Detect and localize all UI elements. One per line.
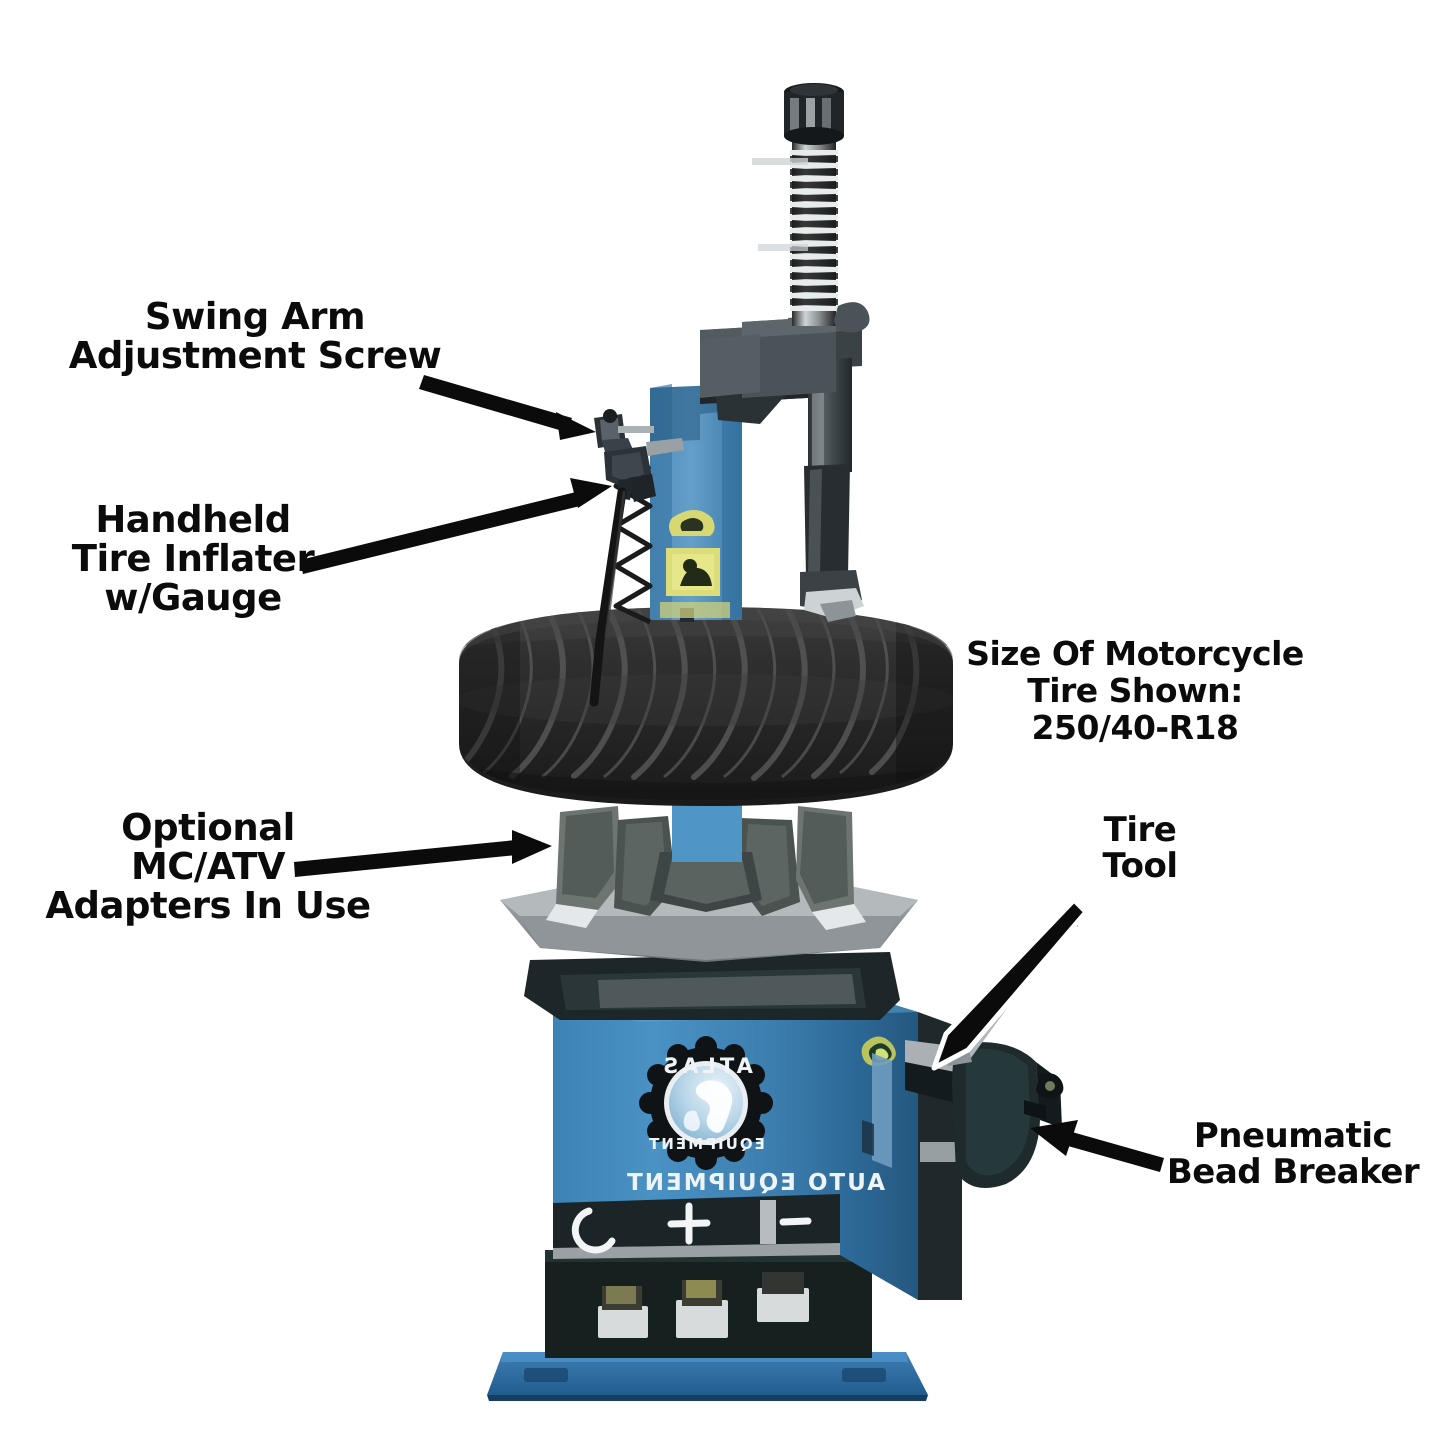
callout-swing-arm-adjustment-screw: Swing Arm Adjustment Screw xyxy=(68,295,442,378)
mount-demount-head xyxy=(800,358,864,622)
callout-handheld-tire-inflater: Handheld Tire Inflater w/Gauge xyxy=(71,498,315,620)
callout-arrows xyxy=(294,375,1164,1172)
vertical-spring-shaft xyxy=(700,83,870,398)
plus-symbol xyxy=(667,1202,711,1245)
spring-coils xyxy=(790,150,838,311)
mc-atv-adapters xyxy=(546,800,866,930)
callout-tire-tool: Tire Tool xyxy=(1102,810,1178,887)
svg-text:AUTO EQUIPMENT: AUTO EQUIPMENT xyxy=(625,1170,885,1196)
minus-symbol xyxy=(760,1200,812,1244)
shaft-cap xyxy=(784,83,844,145)
svg-text:EQUIPMENT: EQUIPMENT xyxy=(647,1135,765,1153)
motorcycle-tire xyxy=(459,607,953,806)
arrow-bead-breaker xyxy=(1030,1120,1164,1172)
callout-pneumatic-bead-breaker: Pneumatic Bead Breaker xyxy=(1166,1116,1420,1193)
arrow-adapters xyxy=(294,830,552,877)
pedal-symbols xyxy=(571,1207,616,1254)
machine-cabinet: ATLAS EQUIPMENT AUTO EQUIPMENT xyxy=(553,988,918,1300)
tire-tread xyxy=(459,608,953,800)
warning-stickers xyxy=(660,510,730,622)
arrow-tire-tool xyxy=(931,897,1089,1071)
callout-size-of-motorcycle-tire: Size Of Motorcycle Tire Shown: 250/40-R1… xyxy=(966,634,1304,747)
base-plate xyxy=(487,1352,928,1401)
bead-breaker-assembly xyxy=(905,1040,1064,1188)
arrow-inflater xyxy=(300,478,612,574)
handheld-tire-inflater xyxy=(589,438,684,707)
arrow-swing-arm xyxy=(419,375,596,440)
svg-text:ATLAS: ATLAS xyxy=(659,1054,753,1078)
callout-optional-mc-atv-adapters: Optional MC/ATV Adapters In Use xyxy=(45,806,371,928)
brand-emblem: ATLAS EQUIPMENT xyxy=(639,1036,773,1170)
foot-pedal-bank xyxy=(598,1272,809,1338)
pedal-recess xyxy=(545,1250,872,1358)
